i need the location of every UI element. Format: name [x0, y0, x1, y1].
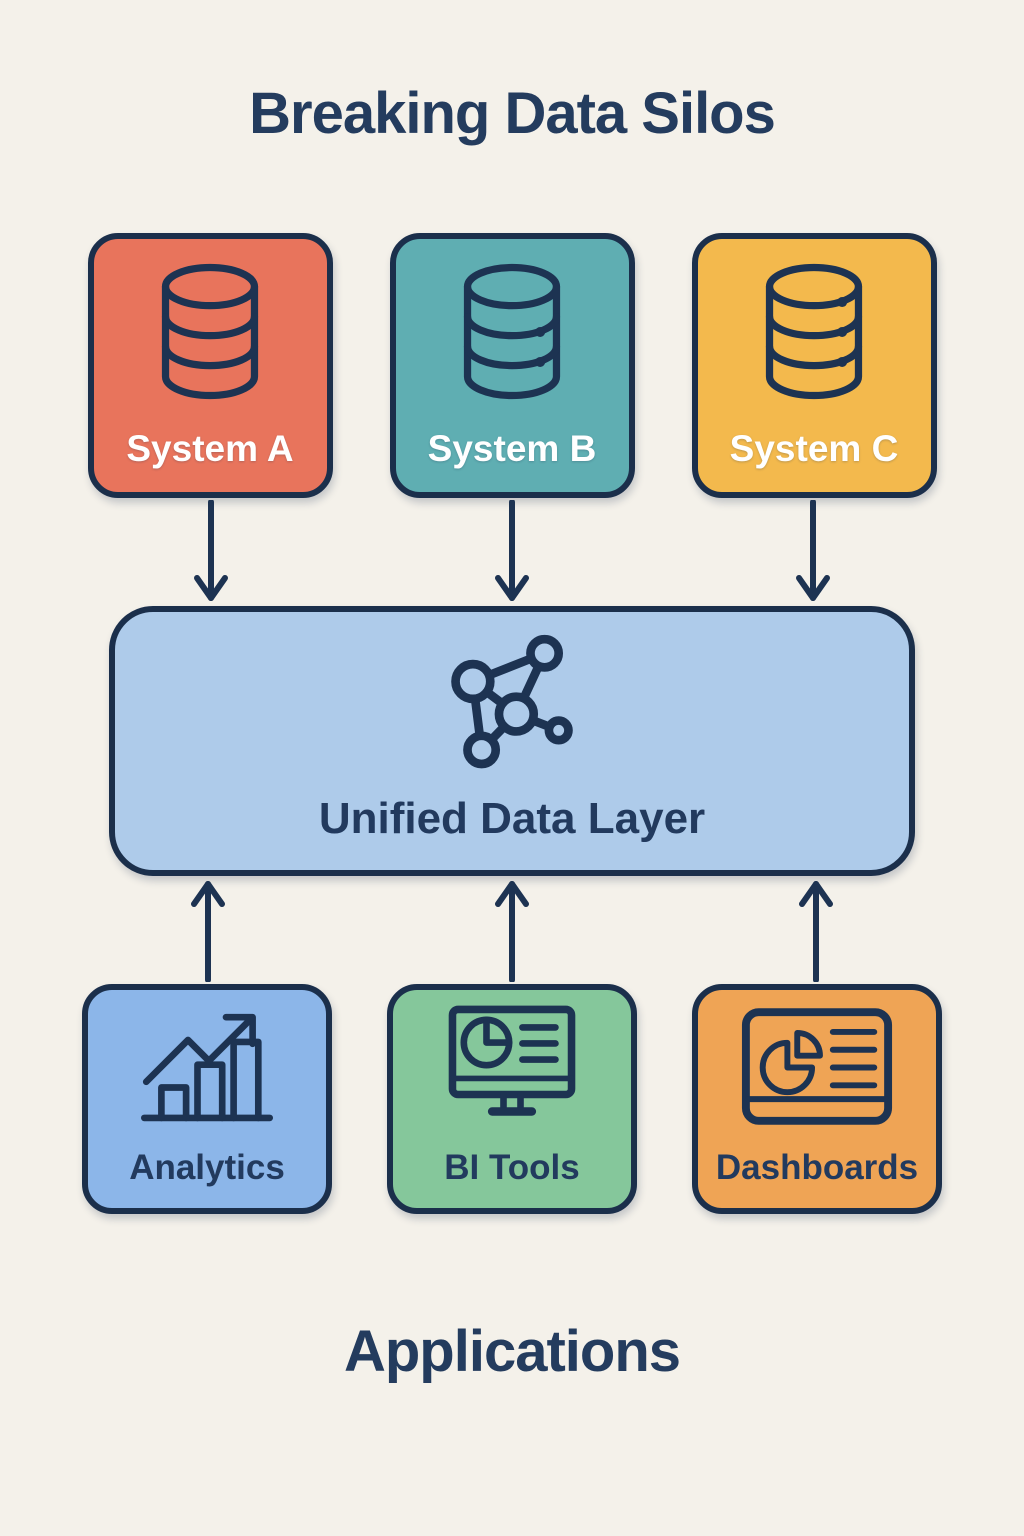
dashboards-label: Dashboards: [715, 1148, 919, 1187]
arrow-up-icon: [83, 876, 333, 984]
arrow-up-icon: [691, 876, 941, 984]
system-c-box: System C: [691, 233, 937, 498]
arrow-down-icon: [89, 498, 334, 606]
arrow-down-icon: [691, 498, 936, 606]
arrow-down-icon: [390, 498, 635, 606]
monitor-pie-chart-icon: [441, 990, 583, 1146]
analytics-box: Analytics: [82, 984, 332, 1214]
system-c-label: System C: [729, 428, 899, 469]
system-a-box: System A: [87, 233, 333, 498]
bar-chart-trend-icon: [131, 990, 283, 1146]
down-arrows-row: [0, 498, 1024, 606]
dashboard-panel-icon: [738, 990, 896, 1146]
database-icon: [755, 239, 873, 424]
database-icon: [453, 239, 571, 424]
network-nodes-icon: [436, 612, 588, 788]
bi-tools-label: BI Tools: [444, 1148, 580, 1187]
bi-tools-box: BI Tools: [387, 984, 637, 1214]
page-title: Breaking Data Silos: [249, 81, 776, 146]
analytics-label: Analytics: [129, 1148, 285, 1187]
up-arrows-row: [0, 876, 1024, 984]
sources-row: System A System B: [0, 233, 1024, 498]
dashboards-box: Dashboards: [692, 984, 942, 1214]
applications-caption: Applications: [343, 1319, 681, 1384]
arrow-up-icon: [387, 876, 637, 984]
unified-data-layer-box: Unified Data Layer: [109, 606, 915, 876]
system-a-label: System A: [126, 428, 294, 469]
unified-data-layer-label: Unified Data Layer: [318, 794, 706, 843]
system-b-label: System B: [427, 428, 597, 469]
applications-row: Analytics BI Tools: [0, 984, 1024, 1214]
system-b-box: System B: [389, 233, 635, 498]
database-icon: [151, 239, 269, 424]
